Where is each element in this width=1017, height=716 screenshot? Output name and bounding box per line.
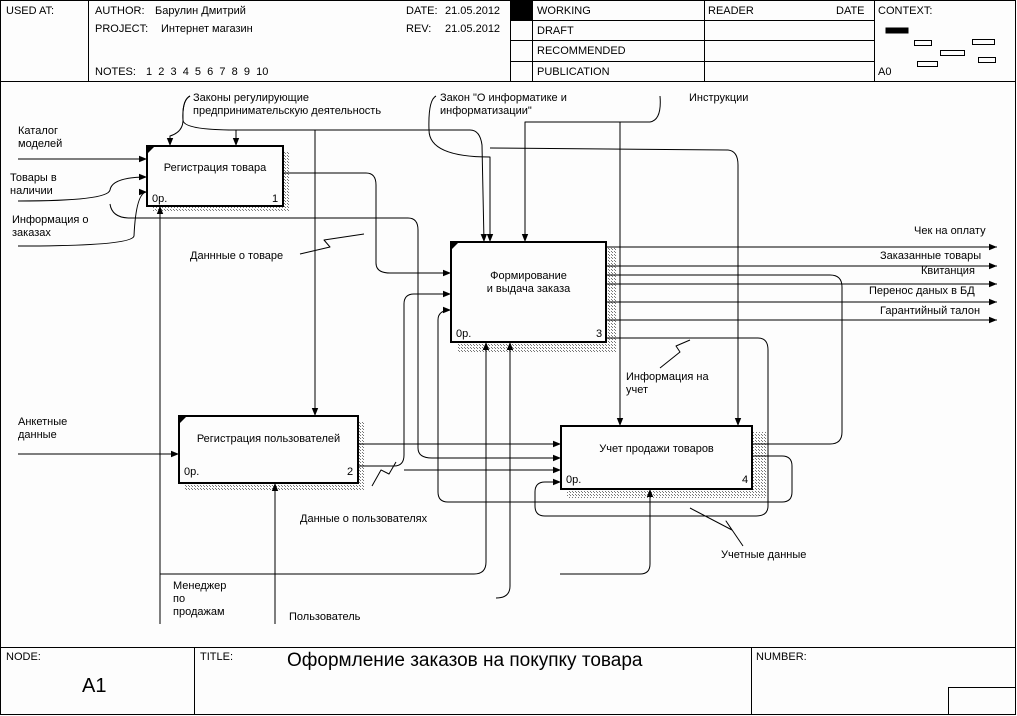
arrow-label-questionnaire: Анкетные данные bbox=[18, 416, 68, 441]
box-3-cost: 0р. bbox=[456, 328, 472, 340]
box-4-title: Учет продажи товаров bbox=[599, 443, 714, 455]
arrow-label-order-info: Информация о заказах bbox=[12, 214, 89, 239]
arrow-label-info-law: Закон "О информатике и информатизации" bbox=[440, 92, 567, 117]
project-value: Интернет магазин bbox=[161, 23, 253, 35]
arrow-label-ordered-goods: Заказанные товары bbox=[880, 250, 982, 262]
node-label: NODE: bbox=[6, 651, 41, 663]
rev-label: REV: bbox=[406, 23, 432, 35]
diagram-title: Оформление заказов на покупку товара bbox=[287, 650, 643, 671]
arrow-label-db-transfer: Перенос даных в БД bbox=[869, 285, 975, 297]
arrow-label-receipt: Квитанция bbox=[921, 265, 975, 277]
status-publication: PUBLICATION bbox=[537, 66, 610, 78]
rev-value: 21.05.2012 bbox=[445, 23, 501, 35]
activity-box-frames bbox=[146, 145, 753, 490]
box-corner-marks bbox=[147, 146, 459, 424]
reader-date-label: DATE bbox=[836, 5, 865, 17]
arrows bbox=[17, 95, 997, 624]
arrow-label-goods-data: Даннные о товаре bbox=[190, 250, 284, 262]
status-working: WORKING bbox=[537, 5, 591, 17]
title-label: TITLE: bbox=[200, 651, 234, 663]
box-4-number: 4 bbox=[742, 474, 749, 486]
box-3-number: 3 bbox=[596, 328, 603, 340]
box-2-number: 2 bbox=[347, 466, 354, 478]
arrow-label-user-data: Данные о пользователях bbox=[300, 513, 428, 525]
box-3-title: Формирование и выдача заказа bbox=[486, 270, 571, 295]
date-label: DATE: bbox=[406, 5, 438, 17]
arrow-label-goods-in-stock: Товары в наличии bbox=[10, 172, 57, 197]
context-node: A0 bbox=[878, 66, 892, 78]
notes-list: 1 2 3 4 5 6 7 8 9 10 bbox=[146, 66, 269, 78]
arrow-label-sales-manager: Менеджер по продажам bbox=[173, 580, 227, 618]
project-label: PROJECT: bbox=[95, 23, 149, 35]
context-map bbox=[885, 27, 996, 67]
box-2-cost: 0р. bbox=[184, 466, 200, 478]
author-label: AUTHOR: bbox=[95, 5, 145, 17]
arrow-label-payment-check: Чек на оплату bbox=[914, 225, 986, 237]
arrow-label-business-laws: Законы регулирующие предпринимательскую … bbox=[193, 92, 382, 117]
arrow-label-warranty: Гарантийный талон bbox=[880, 305, 981, 317]
box-2-title: Регистрация пользователей bbox=[196, 433, 341, 445]
box-1-title: Регистрация товара bbox=[163, 162, 267, 174]
box-1-cost: 0р. bbox=[152, 193, 168, 205]
box-1-number: 1 bbox=[272, 193, 279, 205]
arrow-label-accounting-info: Информация на учет bbox=[626, 371, 709, 396]
status-draft: DRAFT bbox=[537, 25, 574, 37]
status-recommended: RECOMMENDED bbox=[537, 45, 626, 57]
box-4-cost: 0р. bbox=[566, 474, 582, 486]
node-value: A1 bbox=[82, 675, 107, 697]
arrow-label-catalog: Каталог моделей bbox=[18, 125, 63, 150]
arrow-label-instructions: Инструкции bbox=[689, 92, 749, 104]
used-at-label: USED AT: bbox=[6, 5, 55, 17]
reader-label: READER bbox=[708, 5, 754, 17]
notes-label: NOTES: bbox=[95, 66, 136, 78]
context-label: CONTEXT: bbox=[878, 5, 933, 17]
author-value: Барулин Дмитрий bbox=[155, 5, 246, 17]
working-status-marker bbox=[511, 1, 532, 20]
arrow-label-user: Пользователь bbox=[289, 611, 361, 623]
number-label: NUMBER: bbox=[756, 651, 807, 663]
date-value: 21.05.2012 bbox=[445, 5, 501, 17]
arrow-label-accounting-data: Учетные данные bbox=[721, 549, 807, 561]
